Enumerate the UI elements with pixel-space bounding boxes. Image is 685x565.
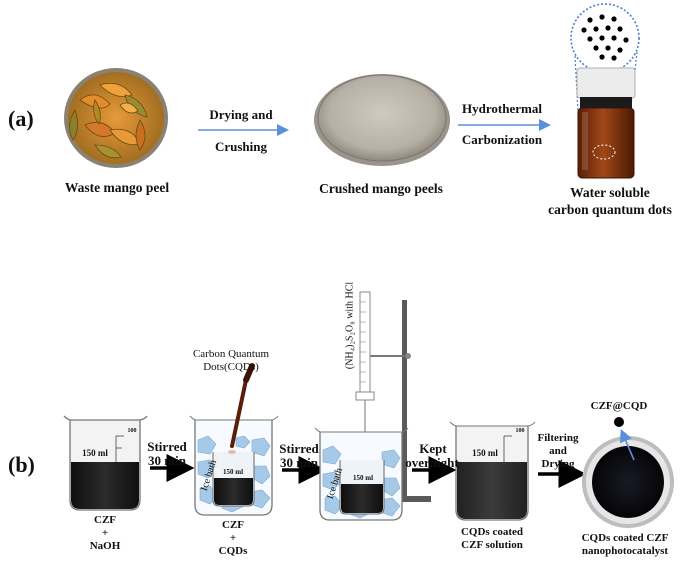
- icebath-titration: [314, 427, 409, 521]
- beaker-coated-solution: [449, 421, 536, 521]
- step-drying-line1: Drying and: [209, 107, 273, 122]
- label-crushed-mango: Crushed mango peels: [319, 181, 443, 196]
- step-b1-line2: 30 min: [148, 453, 186, 468]
- caption-b4-line2: nanophotocatalyst: [581, 545, 669, 557]
- step-b1-line1: Stirred: [147, 439, 187, 454]
- beaker1-mark: 100: [127, 428, 137, 434]
- panel-a-tag: (a): [8, 106, 34, 131]
- caption-b2-line1: CZF: [222, 519, 244, 531]
- label-cqd-line1: Water soluble: [570, 185, 650, 200]
- caption-b1-line3: NaOH: [89, 540, 121, 552]
- caption-b2-line2: +: [229, 532, 237, 544]
- label-waste-mango-peel: Waste mango peel: [64, 180, 170, 195]
- burette-label: (NH₄)₂S₂O₈ with HCl: [344, 281, 356, 370]
- beaker4-volume: 150 ml: [472, 448, 498, 458]
- step-b2-line2: 30 min: [280, 455, 318, 470]
- step-b4-line1: Filtering: [537, 432, 579, 444]
- caption-b2-line3: CQDs: [218, 545, 248, 557]
- step-drying-line2: Crushing: [214, 139, 268, 154]
- caption-b3-line2: CZF solution: [461, 539, 523, 551]
- cqd-vial: [576, 67, 636, 179]
- beaker3-volume: 150 ml: [352, 474, 374, 482]
- step-b3-line1: Kept: [419, 441, 447, 456]
- mango-peel-dish: [64, 68, 168, 168]
- beaker2-volume: 150 ml: [222, 468, 244, 476]
- step-b3-line2: overnight: [405, 455, 459, 470]
- beaker-czf-naoh: [63, 415, 148, 511]
- step-b4-line3: Drying: [541, 458, 575, 470]
- step-hydrothermal-line2: Carbonization: [461, 132, 543, 147]
- dropper-label-line2: Dots(CQDs): [203, 361, 259, 373]
- label-cqd-line2: carbon quantum dots: [548, 202, 672, 217]
- catalyst-dish: [582, 417, 674, 528]
- caption-b3-line1: CQDs coated: [460, 526, 524, 538]
- step-hydrothermal-line1: Hydrothermal: [462, 101, 542, 116]
- beaker4-mark: 100: [515, 428, 525, 434]
- step-b4-line2: and: [549, 445, 567, 457]
- burette-stand: [355, 291, 431, 502]
- caption-b4-line1: CQDs coated CZF: [581, 532, 669, 544]
- crushed-mango-dish: [314, 74, 450, 166]
- caption-b1-line1: CZF: [94, 514, 116, 526]
- panel-b-tag: (b): [8, 452, 35, 477]
- product-label: CZF@CQD: [590, 400, 648, 412]
- beaker1-volume: 150 ml: [82, 448, 108, 458]
- step-b2-line1: Stirred: [279, 441, 319, 456]
- caption-b1-line2: +: [101, 527, 109, 539]
- dropper-label-line1: Carbon Quantum: [192, 348, 270, 360]
- icebath-czf-cqds: [189, 363, 279, 516]
